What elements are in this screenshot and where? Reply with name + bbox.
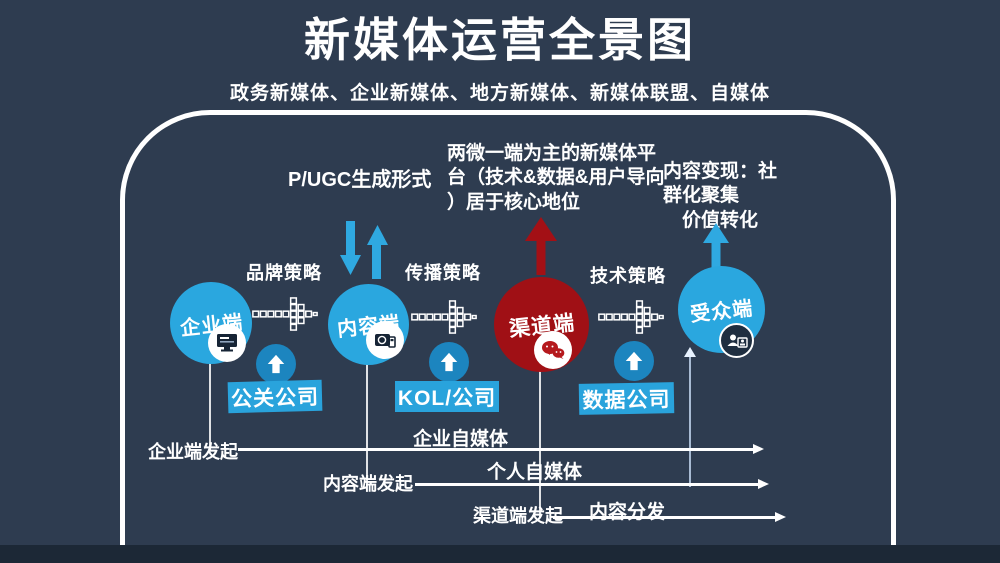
wechat-icon <box>534 331 572 369</box>
connector-enterprise <box>209 357 211 450</box>
flow-content-line <box>415 483 760 486</box>
connector-audience-arrowhead-icon <box>684 347 696 357</box>
red-up-arrow-icon <box>525 217 557 275</box>
flow-enterprise-line <box>238 448 755 451</box>
connector-content <box>366 360 368 485</box>
dotted-arrow-icon <box>252 297 318 331</box>
box-kol-company: KOL/公司 <box>395 381 499 412</box>
flow-content-origin: 内容端发起 <box>323 474 413 494</box>
audience-up-arrow-icon <box>703 223 729 271</box>
flow-channel-origin: 渠道端发起 <box>473 506 563 526</box>
dotted-arrow-icon <box>598 300 664 334</box>
up-arrow-icon <box>256 344 296 384</box>
flow-enterprise-arrowhead-icon <box>753 444 764 454</box>
bottom-strip <box>0 545 1000 563</box>
label-brand-strategy: 品牌策略 <box>246 263 322 283</box>
flow-enterprise-label: 企业自媒体 <box>413 429 509 450</box>
label-technology-strategy: 技术策略 <box>590 266 666 286</box>
up-arrow-icon <box>614 341 654 381</box>
camera-icon <box>366 321 404 359</box>
people-icon <box>719 323 754 358</box>
flow-channel-label: 内容分发 <box>589 502 666 523</box>
flow-channel-line <box>553 516 777 519</box>
annotation-pugc: P/UGC生成形式 <box>288 169 432 191</box>
flow-content-label: 个人自媒体 <box>487 462 583 483</box>
flow-channel-arrowhead-icon <box>775 512 786 522</box>
annotation-core-platform: 两微一端为主的新媒体平 台（技术&数据&用户导向 ）居于核心地位 <box>447 143 665 213</box>
flow-content-arrowhead-icon <box>758 479 769 489</box>
connector-audience <box>689 357 691 487</box>
dotted-arrow-icon <box>411 300 477 334</box>
page-title: 新媒体运营全景图 <box>304 14 696 66</box>
page-subtitle: 政务新媒体、企业新媒体、地方新媒体、新媒体联盟、自媒体 <box>229 83 770 104</box>
flow-enterprise-origin: 企业端发起 <box>148 442 238 462</box>
up-arrow-icon <box>429 342 469 382</box>
box-data-company: 数据公司 <box>578 382 675 415</box>
box-pr-company: 公关公司 <box>227 379 323 414</box>
diagram-frame <box>120 110 896 563</box>
annotation-monetization: 内容变现：社 群化聚集 价值转化 <box>663 161 778 231</box>
connector-channel <box>539 370 541 518</box>
monitor-icon <box>208 324 246 362</box>
node-audience-label: 受众端 <box>689 297 755 327</box>
label-communication-strategy: 传播策略 <box>405 263 481 283</box>
updown-arrows-icon <box>340 221 388 279</box>
